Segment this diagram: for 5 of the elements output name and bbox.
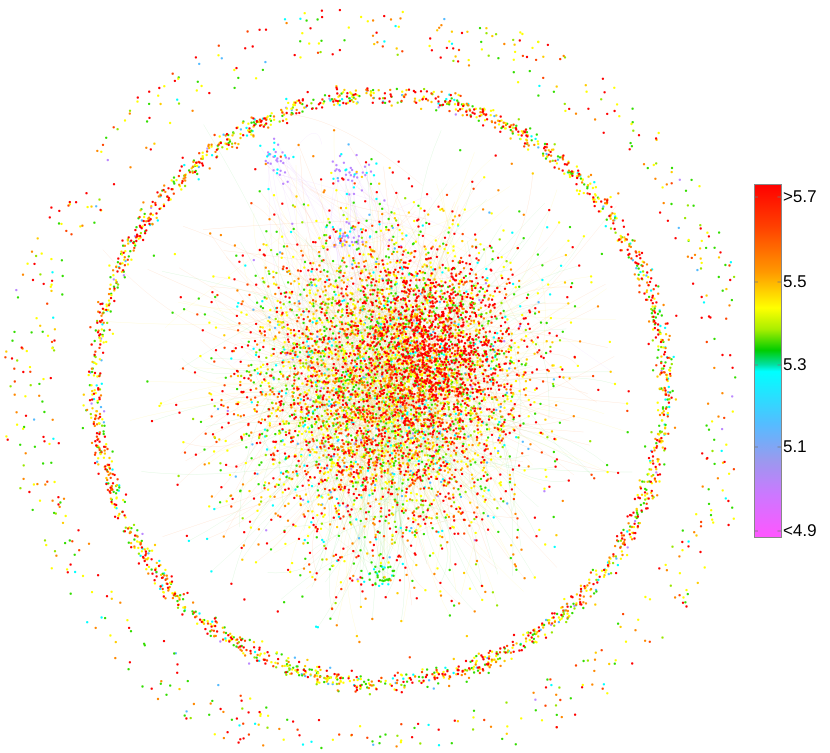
tick-label: 5.5 xyxy=(783,273,807,291)
tick-label: 5.1 xyxy=(783,438,807,456)
tick-label: 5.3 xyxy=(783,356,807,374)
tick-label: >5.7 xyxy=(783,188,817,206)
tick-label: <4.9 xyxy=(783,522,817,540)
